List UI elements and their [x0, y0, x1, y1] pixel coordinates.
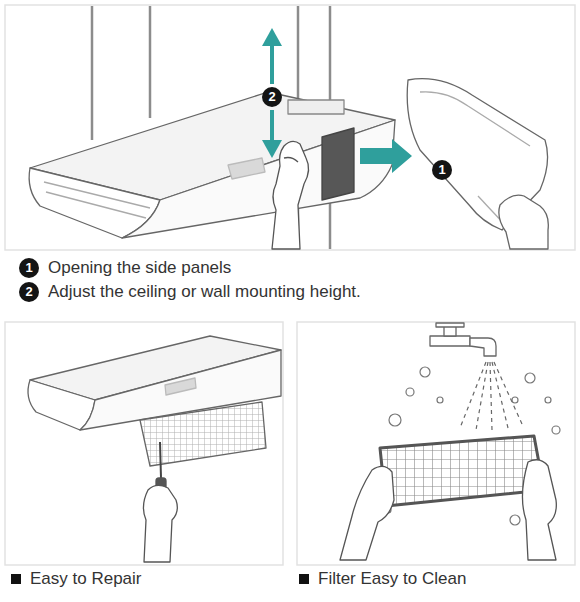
panel-frames [5, 5, 575, 565]
callout-number: 2 [262, 87, 282, 107]
step-text: Opening the side panels [48, 258, 231, 278]
callout-number: 1 [432, 160, 452, 180]
height-arrow [262, 28, 282, 158]
screwdriver-hand [143, 442, 177, 562]
callout-number: 2 [19, 282, 39, 302]
side-panel [407, 79, 548, 249]
hands [340, 460, 556, 560]
water-spray [460, 362, 522, 430]
remove-arrow [360, 139, 412, 173]
faucet [430, 323, 496, 356]
panel-caption: Easy to Repair [30, 569, 142, 589]
panel-caption: Filter Easy to Clean [318, 569, 466, 589]
ceiling-unit [29, 92, 395, 238]
step-text: Adjust the ceiling or wall mounting heig… [48, 282, 361, 302]
repair-unit [28, 336, 281, 466]
hand [272, 141, 309, 249]
callout-number: 1 [19, 258, 39, 278]
filter [380, 436, 544, 506]
